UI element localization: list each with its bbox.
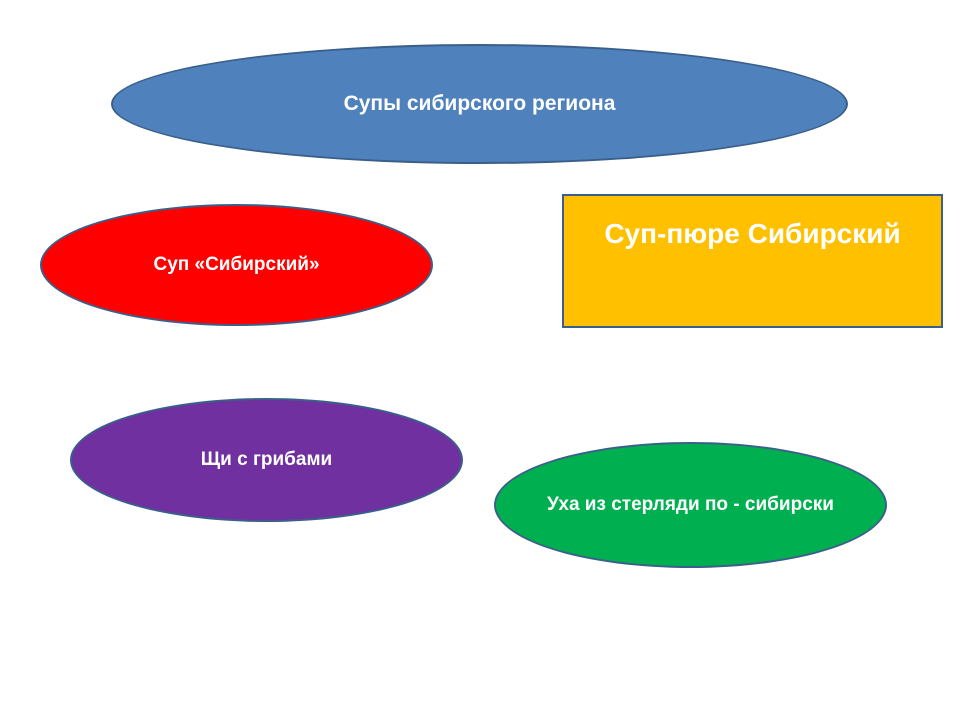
puree-soup-label: Суп-пюре Сибирский — [604, 218, 901, 249]
shchi-mushrooms-label: Щи с грибами — [200, 449, 333, 470]
title-label: Супы сибирского региона — [343, 92, 616, 115]
soup-siberian-ellipse: Суп «Сибирский» — [40, 204, 433, 326]
ukha-sterlet-label: Уха из стерляди по - сибирски — [547, 494, 834, 516]
puree-soup-rectangle: Суп-пюре Сибирский — [562, 194, 943, 328]
shchi-mushrooms-ellipse: Щи с грибами — [70, 398, 463, 522]
ukha-sterlet-ellipse: Уха из стерляди по - сибирски — [494, 442, 887, 568]
title-ellipse: Супы сибирского региона — [111, 44, 848, 164]
soup-siberian-label: Суп «Сибирский» — [153, 254, 320, 275]
